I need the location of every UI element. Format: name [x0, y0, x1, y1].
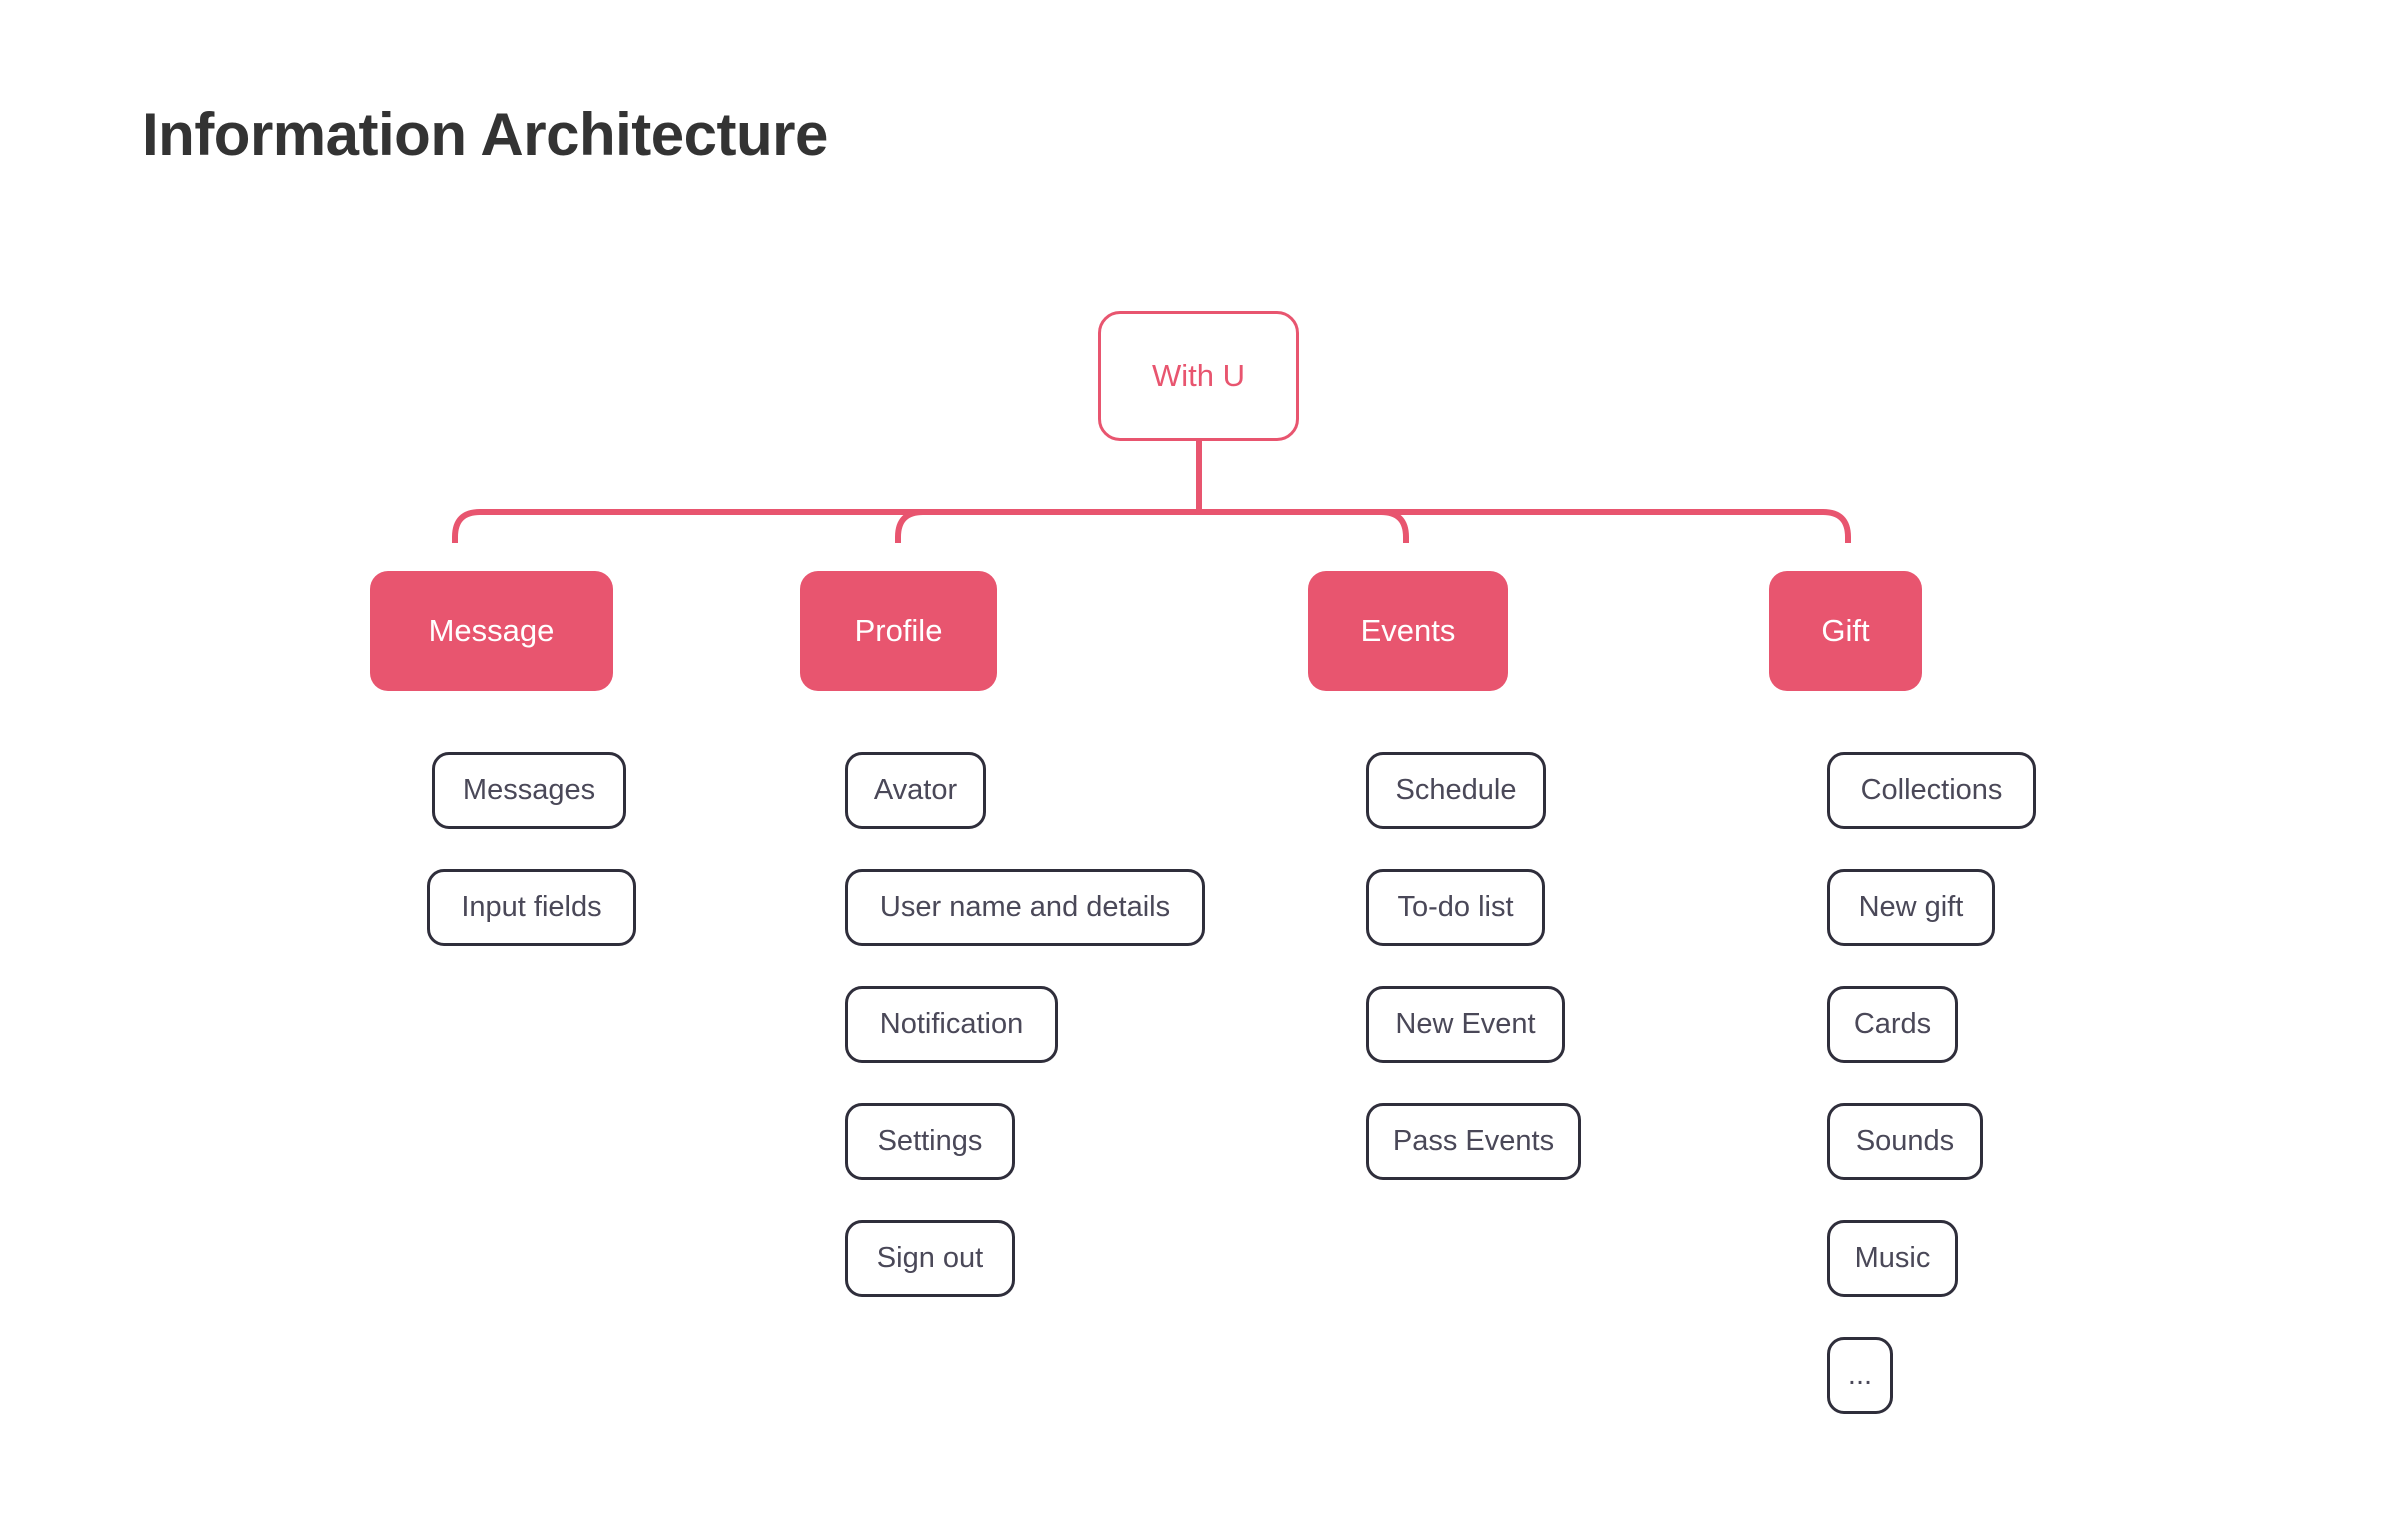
tree-leaf-more[interactable]: ...: [1827, 1337, 1893, 1414]
tree-leaf-avator-label: Avator: [873, 774, 958, 806]
tree-leaf-notification[interactable]: Notification: [845, 986, 1058, 1063]
page-title: Information Architecture: [142, 101, 828, 168]
tree-leaf-avator[interactable]: Avator: [845, 752, 986, 829]
tree-leaf-messages-label: Messages: [462, 774, 596, 806]
tree-node-events[interactable]: Events: [1308, 571, 1508, 691]
tree-leaf-sounds[interactable]: Sounds: [1827, 1103, 1983, 1180]
tree-leaf-music[interactable]: Music: [1827, 1220, 1958, 1297]
tree-leaf-user-name-and-details[interactable]: User name and details: [845, 869, 1205, 946]
tree-leaf-new-event-label: New Event: [1395, 1008, 1536, 1040]
tree-node-root-label: With U: [1152, 358, 1245, 393]
tree-leaf-input-fields[interactable]: Input fields: [427, 869, 636, 946]
tree-node-gift-label: Gift: [1821, 613, 1870, 648]
tree-leaf-music-label: Music: [1854, 1242, 1931, 1274]
tree-node-message[interactable]: Message: [370, 571, 613, 691]
tree-leaf-collections-label: Collections: [1860, 774, 2003, 806]
tree-leaf-schedule[interactable]: Schedule: [1366, 752, 1546, 829]
tree-leaf-user-name-and-details-label: User name and details: [879, 891, 1171, 923]
tree-leaf-to-do-list[interactable]: To-do list: [1366, 869, 1545, 946]
tree-leaf-schedule-label: Schedule: [1395, 774, 1517, 806]
tree-leaf-cards-label: Cards: [1853, 1008, 1932, 1040]
tree-leaf-notification-label: Notification: [879, 1008, 1024, 1040]
tree-leaf-messages[interactable]: Messages: [432, 752, 626, 829]
tree-node-profile[interactable]: Profile: [800, 571, 997, 691]
tree-leaf-to-do-list-label: To-do list: [1397, 891, 1514, 923]
tree-node-gift[interactable]: Gift: [1769, 571, 1922, 691]
tree-leaf-input-fields-label: Input fields: [461, 891, 602, 923]
tree-leaf-pass-events-label: Pass Events: [1392, 1125, 1555, 1157]
tree-leaf-new-gift-label: New gift: [1858, 891, 1964, 923]
tree-leaf-settings-label: Settings: [877, 1125, 983, 1157]
tree-node-root[interactable]: With U: [1098, 311, 1299, 441]
tree-leaf-sounds-label: Sounds: [1855, 1125, 1955, 1157]
tree-leaf-settings[interactable]: Settings: [845, 1103, 1015, 1180]
tree-leaf-sign-out[interactable]: Sign out: [845, 1220, 1015, 1297]
tree-leaf-sign-out-label: Sign out: [876, 1242, 984, 1274]
tree-leaf-pass-events[interactable]: Pass Events: [1366, 1103, 1581, 1180]
tree-leaf-new-gift[interactable]: New gift: [1827, 869, 1995, 946]
tree-leaf-more-label: ...: [1847, 1359, 1873, 1391]
tree-node-profile-label: Profile: [854, 613, 943, 648]
tree-node-events-label: Events: [1360, 613, 1456, 648]
tree-leaf-cards[interactable]: Cards: [1827, 986, 1958, 1063]
tree-leaf-collections[interactable]: Collections: [1827, 752, 2036, 829]
tree-leaf-new-event[interactable]: New Event: [1366, 986, 1565, 1063]
tree-node-message-label: Message: [428, 613, 555, 648]
